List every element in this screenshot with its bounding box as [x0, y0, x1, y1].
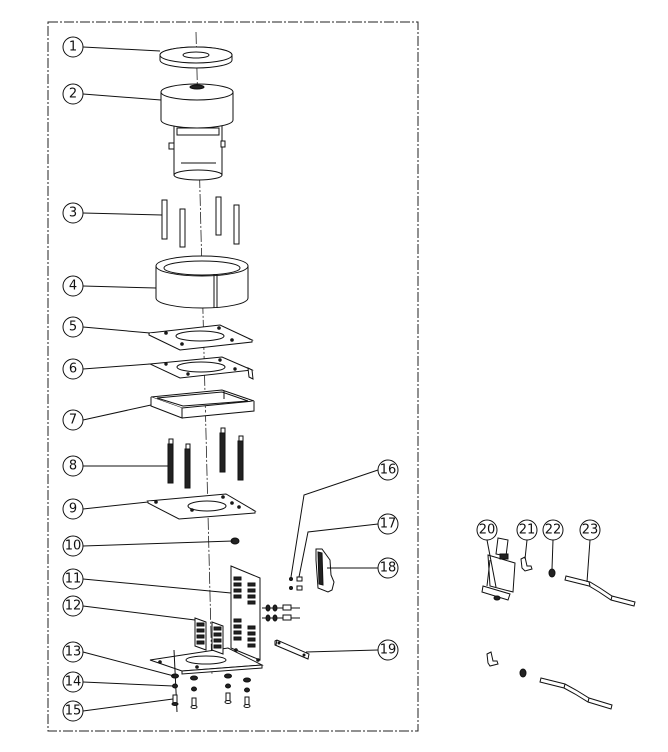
leader-lines	[82, 46, 591, 712]
part-23-hose	[539, 575, 636, 710]
part-16-17-side-fasteners	[262, 576, 303, 622]
balloon-label: 10	[65, 539, 82, 554]
balloon-label: 14	[65, 675, 82, 690]
balloon-label: 5	[69, 320, 77, 335]
balloon-16: 16	[377, 459, 399, 481]
balloon-label: 11	[65, 572, 82, 587]
balloon-label: 22	[545, 523, 562, 538]
part-7-square-frame	[150, 389, 255, 419]
balloon-label: 17	[380, 517, 397, 532]
balloon-15: 15	[62, 700, 84, 722]
balloon-label: 3	[69, 206, 77, 221]
balloon-label: 18	[380, 561, 397, 576]
balloon-1: 1	[62, 36, 84, 58]
part-22-seal-ring-lower	[519, 668, 527, 678]
balloon-5: 5	[62, 316, 84, 338]
balloon-10: 10	[62, 535, 84, 557]
balloon-20: 20	[476, 519, 498, 541]
balloon-6: 6	[62, 358, 84, 380]
balloon-label: 19	[380, 643, 397, 658]
part-5-top-plate	[147, 324, 254, 351]
part-19-strip-bracket	[274, 639, 310, 660]
balloon-label: 16	[380, 463, 397, 478]
balloon-19: 19	[377, 639, 399, 661]
balloon-4: 4	[62, 275, 84, 297]
balloon-22: 22	[542, 519, 564, 541]
assembly-frame	[47, 21, 419, 732]
balloon-11: 11	[62, 568, 84, 590]
part-11-vented-bracket	[149, 565, 264, 675]
balloon-label: 6	[69, 362, 77, 377]
balloon-9: 9	[62, 498, 84, 520]
part-22-seal-ring	[548, 568, 556, 578]
balloon-label: 9	[69, 502, 77, 517]
part-6-flanged-plate	[148, 356, 254, 380]
balloon-label: 2	[69, 87, 77, 102]
balloon-label: 13	[65, 645, 82, 660]
balloon-label: 7	[69, 413, 77, 428]
part-4-sleeve	[155, 255, 249, 309]
part-21-elbow-fitting	[486, 556, 533, 667]
balloon-12: 12	[62, 595, 84, 617]
balloon-7: 7	[62, 409, 84, 431]
part-9-base-plate	[146, 493, 257, 520]
part-2-motor	[160, 83, 234, 181]
balloon-label: 15	[65, 704, 82, 719]
part-18-handle	[315, 548, 335, 593]
balloon-label: 20	[479, 523, 496, 538]
balloon-label: 12	[65, 599, 82, 614]
balloon-label: 4	[69, 279, 77, 294]
center-axis	[195, 31, 213, 676]
balloon-label: 21	[519, 523, 536, 538]
balloon-label: 1	[69, 40, 77, 55]
balloon-13: 13	[62, 641, 84, 663]
balloon-21: 21	[516, 519, 538, 541]
part-20-pump	[481, 537, 516, 601]
balloon-14: 14	[62, 671, 84, 693]
balloon-17: 17	[377, 513, 399, 535]
part-1-washer	[159, 46, 233, 69]
balloon-8: 8	[62, 455, 84, 477]
balloon-label: 23	[582, 523, 599, 538]
balloon-2: 2	[62, 83, 84, 105]
balloon-3: 3	[62, 202, 84, 224]
part-12-vent-panels	[194, 617, 224, 655]
balloon-18: 18	[377, 557, 399, 579]
part-3-pins	[161, 196, 240, 248]
balloon-23: 23	[579, 519, 601, 541]
part-8-standoffs	[167, 427, 244, 489]
balloon-label: 8	[69, 459, 77, 474]
